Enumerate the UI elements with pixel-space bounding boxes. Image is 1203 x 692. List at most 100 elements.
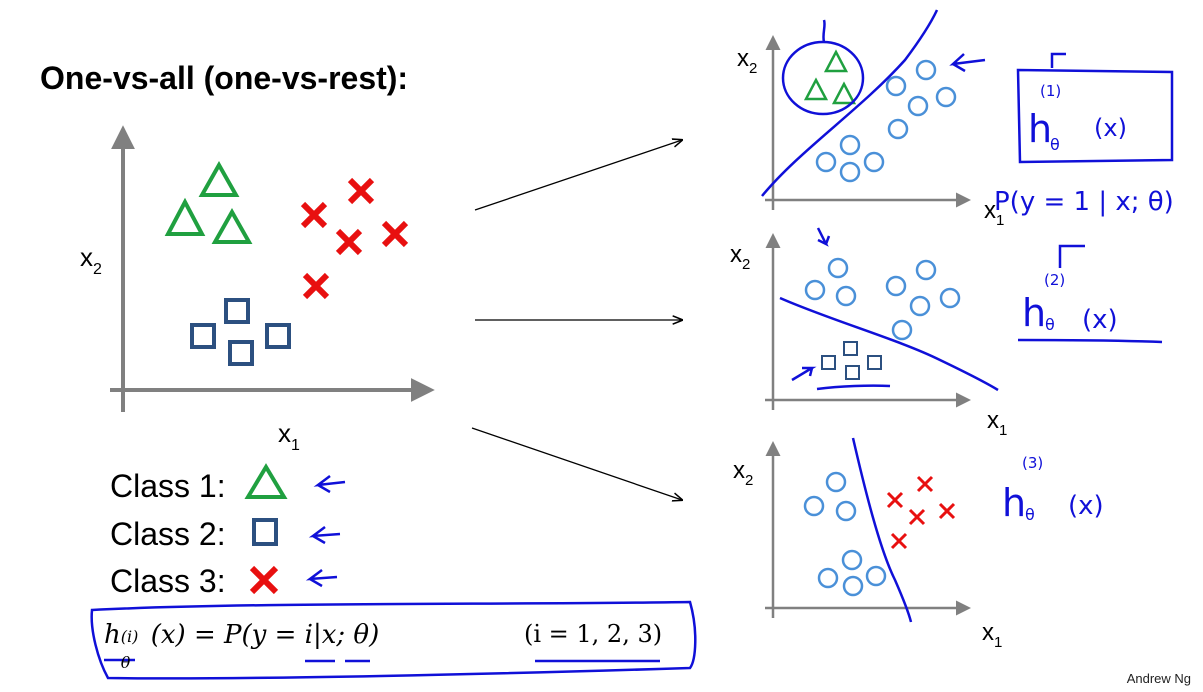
circle-icon [939, 287, 961, 309]
triangle-icon [164, 197, 206, 236]
sub1-pointer [822, 19, 826, 43]
formula-h: h [104, 620, 121, 650]
formula-box [90, 600, 697, 680]
circle-icon [885, 75, 907, 97]
square-icon [224, 298, 250, 324]
circle-icon [887, 118, 909, 140]
sub1-note-box [1016, 68, 1174, 164]
main-plot: x2 x1 [80, 125, 435, 454]
cross-icon [890, 532, 908, 550]
circle-icon [863, 151, 885, 173]
sub1-decision-boundary [761, 9, 939, 197]
formula-body: (x) = P(y = i|x; θ) [150, 620, 380, 650]
circle-icon [935, 86, 957, 108]
sub3-note-sup: (3) [1022, 454, 1043, 472]
sub1-note-x: (x) [1094, 114, 1127, 142]
arrow-to-plot-3 [471, 427, 682, 500]
square-icon [190, 323, 216, 349]
cross-icon [916, 475, 934, 493]
triangle-icon [211, 207, 253, 244]
square-icon [845, 365, 860, 380]
circle-icon [817, 567, 839, 589]
sub2-note-sup: (2) [1044, 271, 1065, 289]
circle-icon [865, 565, 887, 587]
arrow-left-icon [305, 569, 338, 588]
circle-icon [842, 575, 864, 597]
formula-h-sup: (i) [120, 627, 139, 646]
sub3-crosses [886, 475, 956, 550]
sub1-flag [1050, 52, 1066, 68]
class-2-label: Class 2: [110, 516, 226, 552]
circle-icon [804, 279, 826, 301]
circle-icon [839, 134, 861, 156]
sub2-ylabel: x2 [730, 241, 750, 273]
circle-icon [825, 471, 847, 493]
subplot-3: x2 x1 (3) h θ [733, 437, 1104, 651]
class-1-label: Class 1: [110, 468, 226, 504]
hypothesis-formula: h (i) θ (x) = P(y = i|x; θ) (i = 1, 2, 3… [104, 620, 662, 672]
sub1-class-ellipse [781, 40, 865, 116]
subplot-1: x2 x1 [737, 9, 1174, 229]
triangle-icon [823, 49, 849, 73]
sub2-circles [804, 257, 961, 341]
sub3-note-x: (x) [1068, 491, 1104, 521]
circle-icon [839, 161, 861, 183]
triangle-icon [198, 160, 240, 197]
sub2-squares [821, 341, 882, 380]
circle-icon [915, 259, 937, 281]
square-icon [843, 341, 858, 356]
main-triangles [164, 160, 253, 244]
arrow-to-plot-1 [474, 140, 682, 211]
circle-icon [907, 95, 929, 117]
circle-icon [891, 319, 913, 341]
formula-range: (i = 1, 2, 3) [524, 620, 663, 648]
cross-icon [938, 502, 956, 520]
sub1-circles [815, 59, 957, 183]
circle-icon [815, 151, 837, 173]
formula-h-sub: θ [120, 653, 131, 672]
sub3-ylabel: x2 [733, 457, 753, 489]
square-icon [252, 518, 278, 546]
cross-icon [347, 177, 375, 205]
circle-icon [835, 500, 857, 522]
circle-icon [909, 295, 931, 317]
sub1-note-prob: P(y = 1 | x; θ) [994, 187, 1174, 217]
cross-icon [335, 228, 363, 256]
sub2-pointer-top [816, 227, 831, 247]
circle-icon [841, 549, 863, 571]
square-icon [265, 323, 291, 349]
sub3-circles [803, 471, 887, 597]
triangle-icon [831, 81, 857, 105]
sub3-note-theta: θ [1025, 505, 1035, 524]
circle-icon [827, 257, 849, 279]
sub2-note-underline [1017, 338, 1163, 344]
main-crosses [300, 177, 409, 300]
triangle-icon [803, 77, 829, 101]
arrow-left-icon [949, 53, 986, 73]
square-icon [228, 340, 254, 366]
subplot-2: x2 x1 [730, 227, 1163, 439]
formula-annotations [90, 600, 697, 680]
sub1-note-sup: (1) [1040, 82, 1061, 100]
cross-icon [886, 491, 904, 509]
main-xlabel: x1 [278, 418, 300, 454]
circle-icon [885, 275, 907, 297]
sub2-pointer-bottom [791, 366, 817, 382]
sub2-note-x: (x) [1082, 305, 1118, 335]
main-squares [190, 298, 291, 366]
sub1-xlabel: x1 [984, 197, 1004, 229]
connector-arrows [471, 140, 682, 500]
cross-icon [381, 220, 409, 248]
sub1-note-h: h [1028, 107, 1052, 151]
triangle-icon [244, 463, 288, 499]
circle-icon [835, 285, 857, 307]
sub2-xlabel: x1 [987, 407, 1007, 439]
sub3-xlabel: x1 [982, 619, 1002, 651]
sub1-note-theta: θ [1050, 135, 1060, 154]
class-1-row: Class 1: [110, 468, 226, 505]
class-2-row: Class 2: [110, 516, 226, 553]
square-icon [821, 355, 836, 370]
square-icon [867, 355, 882, 370]
